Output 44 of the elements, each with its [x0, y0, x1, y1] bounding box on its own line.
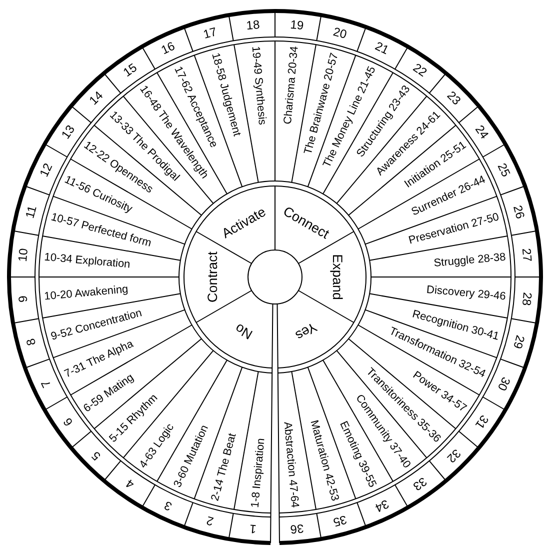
- segment-number: 7: [32, 368, 58, 400]
- segment-number: 23: [439, 83, 469, 113]
- gate-label: 19-49 Synthesis: [248, 45, 274, 178]
- segment-number: 8: [20, 328, 42, 358]
- segment-number: 17: [194, 22, 224, 44]
- gate-label: Abstraction 47-64: [276, 376, 302, 509]
- gate-label: 10-20 Awakening: [43, 278, 176, 304]
- segment-number: 27: [518, 241, 536, 269]
- segment-number: 20: [326, 22, 356, 44]
- segment-number: 15: [114, 56, 146, 84]
- segment-number: 25: [492, 154, 518, 186]
- segment-number: 34: [366, 494, 398, 520]
- segment-number: 21: [366, 34, 398, 60]
- segment-number: 9: [14, 285, 32, 313]
- segment-number: 6: [54, 406, 82, 438]
- segment-number: 28: [518, 285, 536, 313]
- segment-number: 13: [54, 116, 82, 148]
- segment-number: 29: [508, 328, 530, 358]
- segment-number: 14: [81, 83, 111, 113]
- segment-number: 30: [492, 368, 518, 400]
- segment-number: 24: [468, 116, 496, 148]
- gate-label: 10-34 Exploration: [43, 250, 176, 276]
- segment-number: 2: [194, 510, 224, 532]
- segment-number: 33: [404, 470, 436, 498]
- segment-number: 35: [326, 510, 356, 532]
- segment-number: 11: [20, 196, 42, 226]
- segment-number: 4: [114, 470, 146, 498]
- segment-number: 26: [508, 196, 530, 226]
- gate-label: Charisma 20-34: [276, 45, 302, 178]
- segment-number: 32: [439, 441, 469, 471]
- segment-number: 31: [468, 406, 496, 438]
- gate-label: Struggle 28-38: [374, 250, 507, 276]
- segment-number: 12: [32, 154, 58, 186]
- segment-number: 22: [404, 56, 436, 84]
- segment-number: 10: [14, 241, 32, 269]
- segment-number: 19: [283, 16, 311, 34]
- segment-number: 16: [152, 34, 184, 60]
- segment-number: 36: [283, 520, 311, 538]
- gate-label: Discovery 29-46: [374, 278, 507, 304]
- gate-label: 1-8 Inspiration: [248, 376, 274, 509]
- segment-number: 5: [81, 441, 111, 471]
- segment-number: 18: [239, 16, 267, 34]
- segment-number: 1: [239, 520, 267, 538]
- segment-number: 3: [152, 494, 184, 520]
